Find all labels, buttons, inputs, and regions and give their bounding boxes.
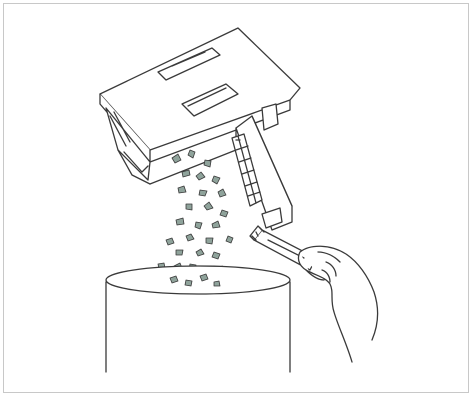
- debris-piece: [188, 150, 195, 158]
- debris-piece: [195, 222, 202, 229]
- debris-piece: [220, 210, 228, 217]
- debris-piece: [204, 202, 213, 210]
- debris-piece: [204, 160, 211, 167]
- debris-piece: [212, 176, 220, 184]
- filter-door: [232, 116, 292, 230]
- debris-piece: [172, 154, 181, 163]
- debris-piece: [206, 238, 213, 244]
- debris-piece: [226, 236, 233, 243]
- debris-piece: [186, 204, 192, 210]
- debris-piece: [186, 234, 194, 241]
- hand: [298, 246, 377, 362]
- debris-piece: [212, 221, 220, 228]
- debris-piece: [196, 172, 205, 180]
- debris-piece: [218, 189, 226, 197]
- debris-piece: [176, 250, 183, 255]
- debris-piece: [196, 249, 204, 256]
- debris-piece: [199, 190, 207, 196]
- trash-can: [106, 266, 290, 372]
- debris-piece: [166, 238, 174, 245]
- debris-piece: [176, 218, 184, 225]
- debris-piece: [178, 186, 186, 193]
- debris-piece: [212, 252, 220, 259]
